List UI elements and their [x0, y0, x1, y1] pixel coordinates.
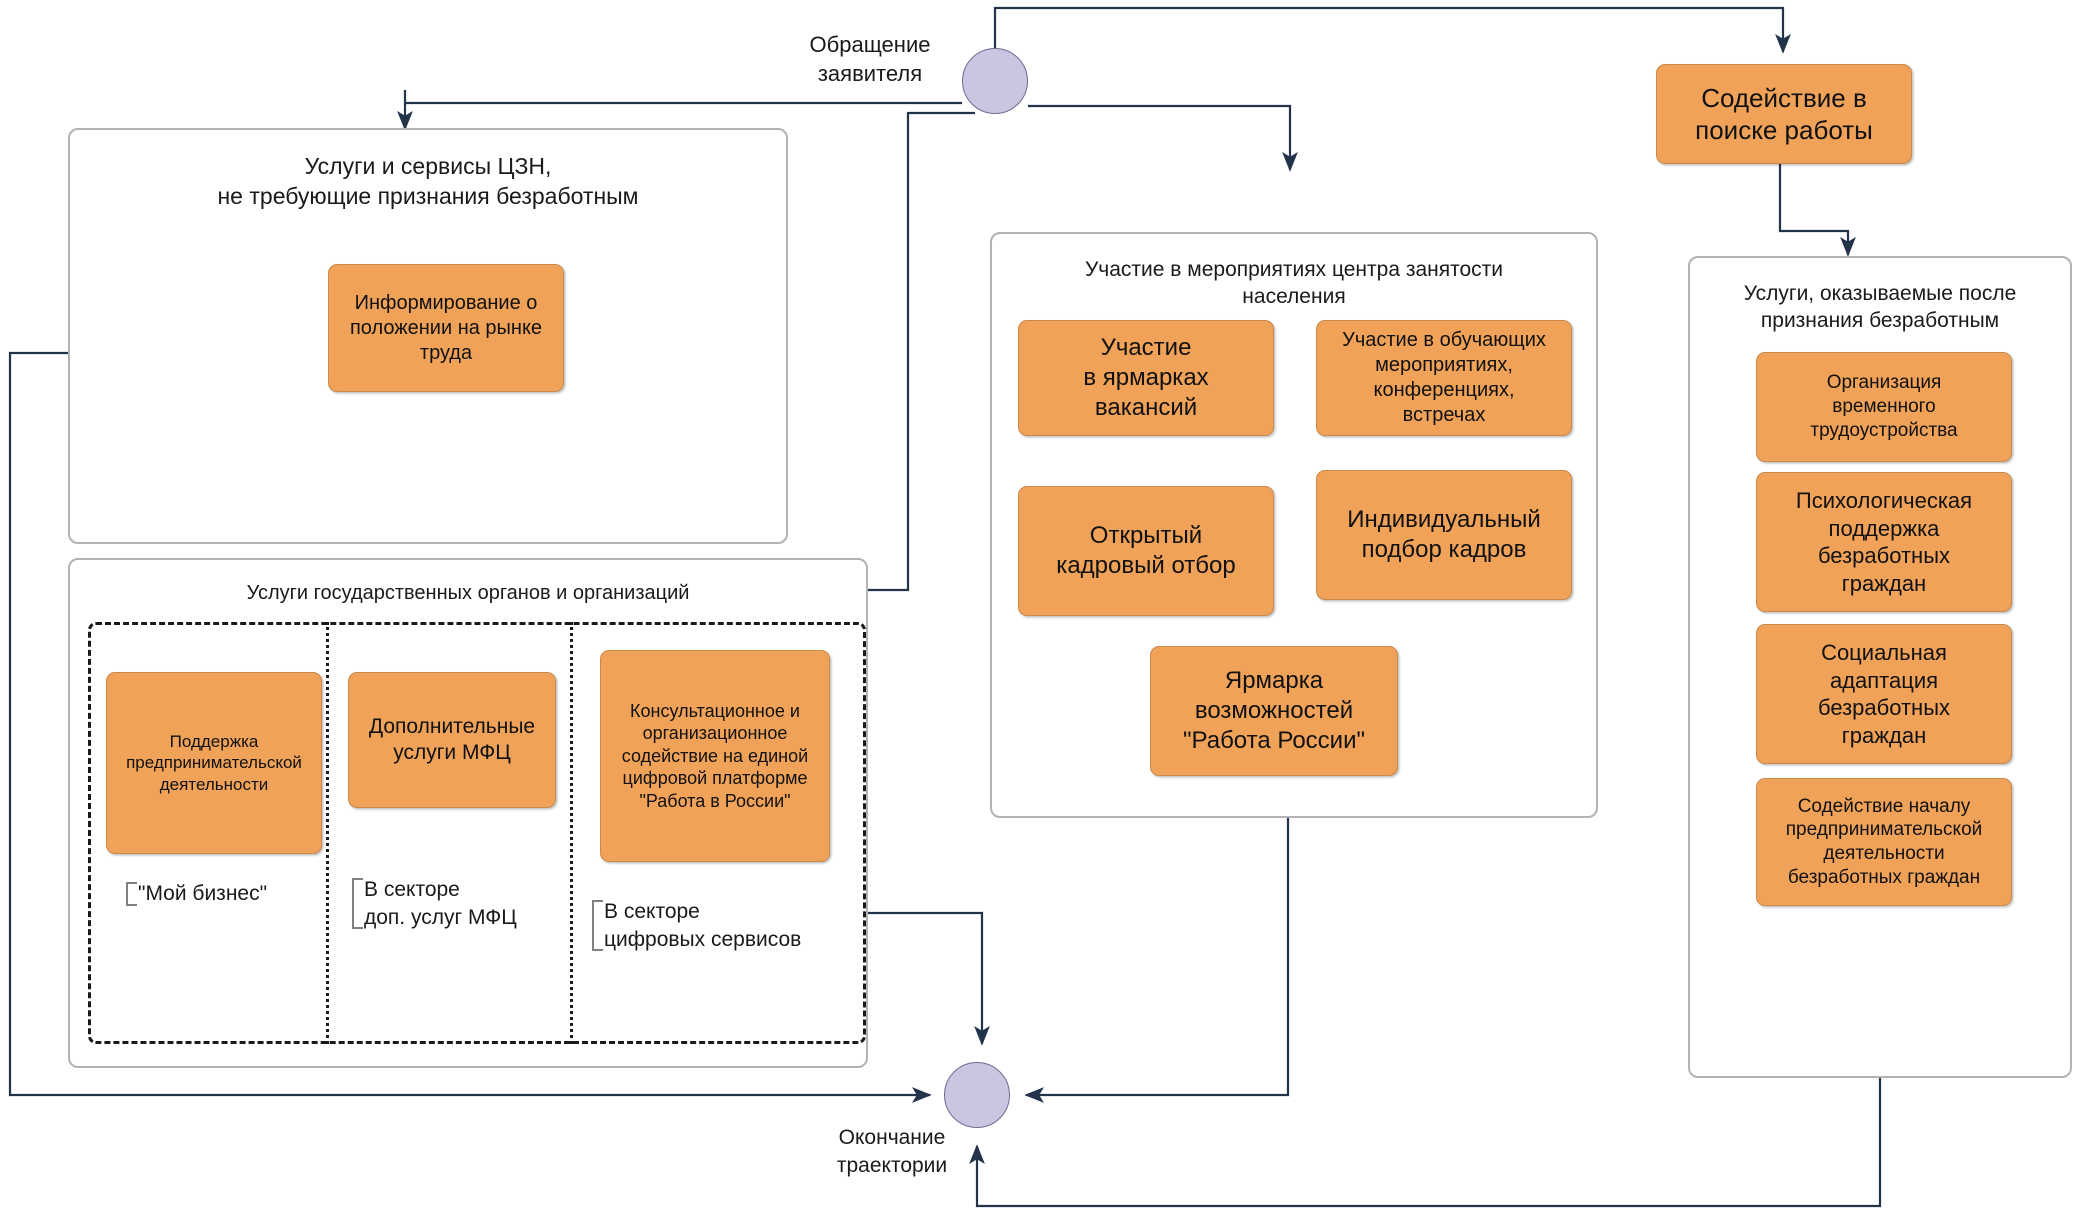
gov-services-divider-2 — [570, 622, 573, 1044]
box-open-staff-selection[interactable]: Открытый кадровый отбор — [1018, 486, 1274, 616]
edge-start-to-job-search — [993, 6, 1791, 54]
box-labor-market-info[interactable]: Информирование о положении на рынке труд… — [328, 264, 564, 392]
end-node — [944, 1062, 1010, 1128]
panel-after-unemployed-title: Услуги, оказываемые после признания безр… — [1743, 282, 2017, 333]
panel-czn-events-title: Участие в мероприятиях центра занятости … — [1084, 258, 1504, 309]
box-entrepreneurship-support[interactable]: Поддержка предпринимательской деятельнос… — [106, 672, 322, 854]
box-opportunities-fair[interactable]: Ярмарка возможностей "Работа России" — [1150, 646, 1398, 776]
box-training-events[interactable]: Участие в обучающих мероприятиях, конфер… — [1316, 320, 1572, 436]
note-digital-sector: В секторе цифровых сервисов — [592, 898, 828, 953]
start-node-label: Обращение заявителя — [809, 32, 931, 87]
box-job-search-assistance[interactable]: Содействие в поиске работы — [1656, 64, 1912, 164]
box-start-business-assistance[interactable]: Содействие началу предпринимательской де… — [1756, 778, 2012, 906]
note-my-business: "Мой бизнес" — [126, 880, 316, 908]
edge-after-unemployed-to-end — [969, 1078, 1882, 1208]
box-mfc-extra-services[interactable]: Дополнительные услуги МФЦ — [348, 672, 556, 808]
end-node-label: Окончание траектории — [836, 1126, 948, 1177]
edge-czn-events-to-end — [1024, 818, 1290, 1103]
panel-czn-services-title: Услуги и сервисы ЦЗН, не требующие призн… — [217, 153, 639, 209]
start-node — [962, 48, 1028, 114]
box-individual-staff-selection[interactable]: Индивидуальный подбор кадров — [1316, 470, 1572, 600]
box-job-fairs[interactable]: Участие в ярмарках вакансий — [1018, 320, 1274, 436]
box-temporary-employment[interactable]: Организация временного трудоустройства — [1756, 352, 2012, 462]
edge-job-search-to-after-unemployed — [1778, 163, 1856, 257]
box-digital-platform-assistance[interactable]: Консультационное и организационное содей… — [600, 650, 830, 862]
gov-services-divider-1 — [326, 622, 329, 1044]
edge-start-to-czn-services — [403, 90, 962, 105]
box-social-adaptation[interactable]: Социальная адаптация безработных граждан — [1756, 624, 2012, 764]
panel-gov-services-title: Услуги государственных органов и организ… — [246, 582, 690, 604]
note-mfc-sector: В секторе доп. услуг МФЦ — [352, 876, 568, 931]
box-psychological-support[interactable]: Психологическая поддержка безработных гр… — [1756, 472, 2012, 612]
gov-services-dashed-group — [88, 622, 866, 1044]
edge-start-to-czn-events — [1028, 104, 1298, 172]
